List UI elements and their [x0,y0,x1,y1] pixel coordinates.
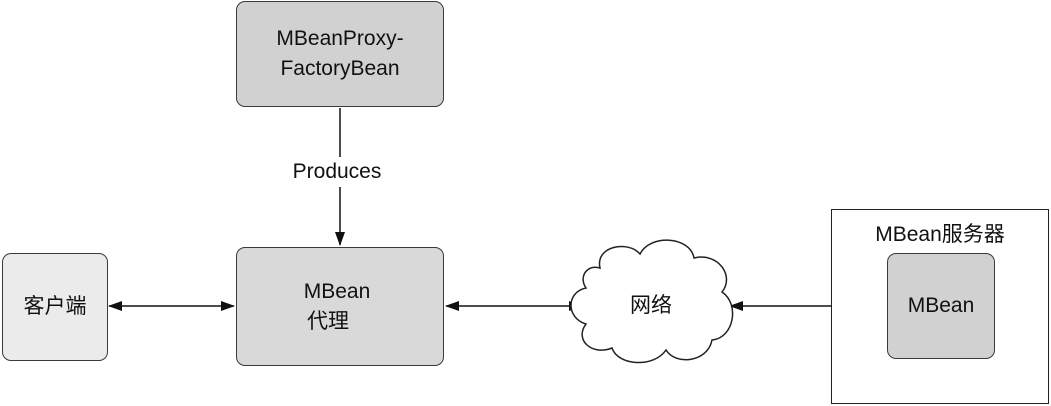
mbean-proxy-label-line2: 代理 [307,309,349,333]
mbean-proxy-box: MBean 代理 [236,247,444,366]
mbean-proxy-label-line1: MBean [303,279,371,303]
factory-bean-box: MBeanProxy- FactoryBean [236,1,444,107]
client-label: 客户端 [23,295,87,318]
produces-label: Produces [276,157,398,187]
factory-bean-label-line2: FactoryBean [280,57,400,80]
mbean-server-frame: MBean服务器 [831,209,1049,404]
mbean-server-title: MBean服务器 [875,223,1005,246]
network-label: 网络 [630,294,672,317]
factory-bean-label-line1: MBeanProxy- [276,27,404,50]
network-cloud-icon [570,239,734,364]
mbean-label: MBean [907,294,975,317]
mbean-box: MBean [887,253,995,359]
client-box: 客户端 [2,253,108,361]
